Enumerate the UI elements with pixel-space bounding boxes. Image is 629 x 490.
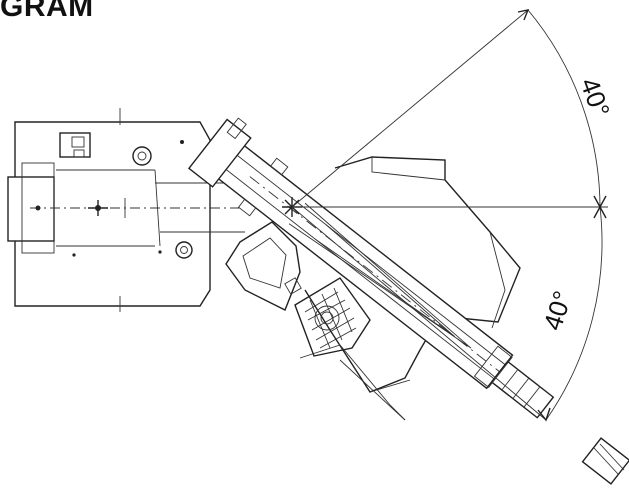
swing-range-lines [291, 9, 608, 421]
diagram-title: GRAM [0, 0, 94, 23]
angle-arc-lower [537, 205, 607, 422]
boom-tip-sheave [581, 437, 629, 485]
engine-grille [304, 287, 357, 349]
carrier-body [7, 108, 245, 312]
center-marker-icon [88, 200, 108, 216]
angle-label-upper: 40° [574, 74, 616, 121]
angle-label-lower: 40° [537, 287, 578, 334]
operator-cab [225, 221, 411, 421]
